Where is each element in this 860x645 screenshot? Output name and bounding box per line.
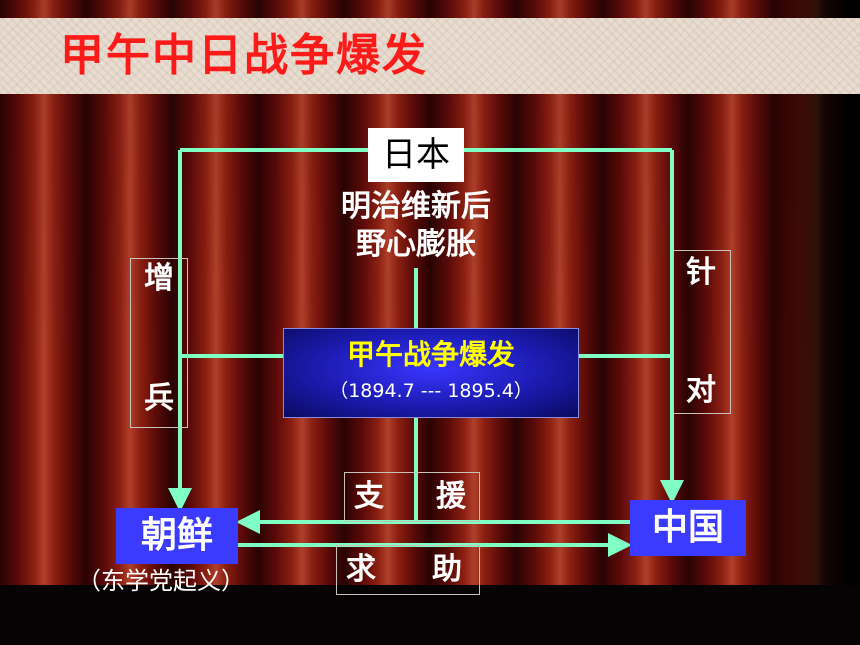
- label-box-reinforce: [130, 258, 188, 428]
- label-support-right: 援: [436, 479, 466, 514]
- war-title: 甲午战争爆发: [346, 338, 515, 371]
- title-bar: [0, 18, 860, 94]
- war-date: （1894.7 --- 1895.4）: [329, 380, 533, 402]
- curtain-shadow: [770, 0, 860, 645]
- node-korea: 朝鲜: [116, 508, 238, 564]
- korea-note: （东学党起义）: [77, 567, 245, 595]
- node-china: 中国: [630, 500, 746, 556]
- label-right-top: 针: [686, 255, 716, 290]
- node-war-outbreak: 甲午战争爆发 （1894.7 --- 1895.4）: [283, 328, 579, 418]
- page-title: 甲午中日战争爆发: [60, 30, 428, 81]
- node-japan: 日本: [368, 128, 464, 182]
- label-left-top: 增: [144, 261, 174, 296]
- label-help-left: 求: [346, 552, 376, 587]
- label-help-right: 助: [432, 552, 462, 587]
- label-left-bottom: 兵: [144, 381, 174, 416]
- japan-description: 明治维新后 野心膨胀: [300, 188, 532, 264]
- label-support-left: 支: [354, 479, 384, 514]
- label-box-support: [344, 472, 480, 522]
- japan-desc-line1: 明治维新后: [341, 189, 491, 224]
- label-box-help: [336, 545, 480, 595]
- label-right-bottom: 对: [686, 373, 716, 408]
- label-box-target: [673, 250, 731, 414]
- japan-desc-line2: 野心膨胀: [356, 227, 476, 262]
- stage-floor: [0, 585, 860, 645]
